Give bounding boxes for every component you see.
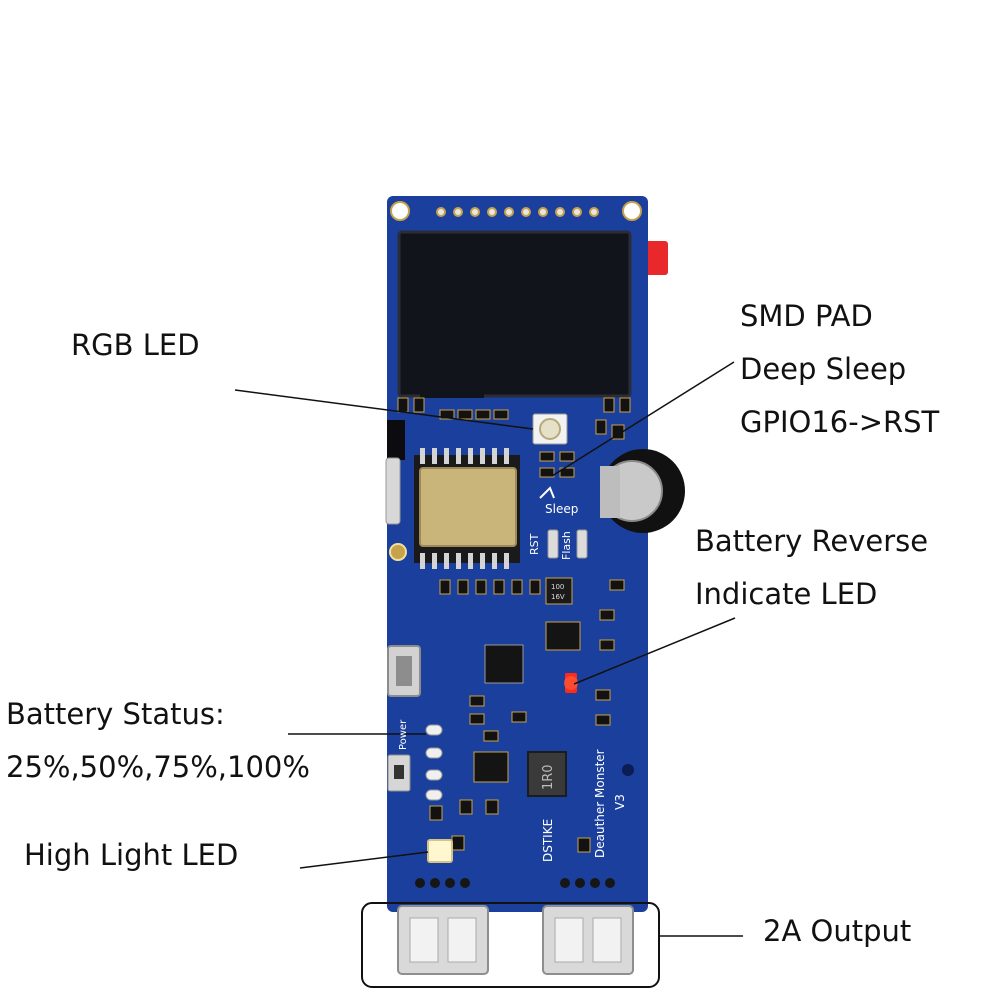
label-smd-pad: SMD PAD <box>740 299 873 333</box>
flash-button-icon <box>576 529 588 559</box>
silkscreen-version: V3 <box>613 794 627 810</box>
label-2a-output: 2A Output <box>763 914 912 948</box>
capacitor-mark-2: 16V <box>551 593 565 601</box>
mount-hole-left <box>390 201 410 221</box>
header-pins <box>436 207 599 217</box>
battery-reverse-led-icon <box>564 673 578 693</box>
inductor-mark: 1R0 <box>541 764 556 790</box>
silkscreen-sleep: Sleep <box>545 502 578 516</box>
rgb-led-icon <box>532 413 568 445</box>
leader-rgb-led <box>234 389 534 430</box>
battery-holder-icon <box>600 449 685 533</box>
label-battery-status: Battery Status: <box>6 697 225 731</box>
label-gpio16-rst: GPIO16->RST <box>740 405 940 439</box>
silkscreen-flash: Flash <box>560 531 573 560</box>
capacitor-mark-1: 100 <box>551 583 564 591</box>
output-highlight-box <box>361 902 660 988</box>
side-button <box>385 457 401 525</box>
battery-status-leds <box>425 724 443 801</box>
label-rgb-led: RGB LED <box>71 328 200 362</box>
capacitor <box>545 577 573 605</box>
smd-components <box>397 397 631 853</box>
micro-usb-port <box>387 645 421 697</box>
leader-battery-reverse <box>573 617 736 685</box>
qfn-chip <box>484 644 524 684</box>
silkscreen-brand: DSTIKE <box>541 819 555 862</box>
power-switch-icon <box>387 754 411 792</box>
high-light-led-icon <box>427 839 453 863</box>
label-battery-reverse: Battery Reverse <box>695 524 929 558</box>
sleep-arrow-icon <box>539 486 555 499</box>
leader-smd-pad <box>551 361 735 477</box>
voltage-regulator <box>545 621 581 651</box>
silkscreen-power: Power <box>398 719 409 750</box>
label-battery-levels: 25%,50%,75%,100% <box>6 750 310 784</box>
leader-high-light-led <box>299 851 429 869</box>
silkscreen-model: Deauther Monster <box>593 749 607 858</box>
antenna-connector <box>389 543 407 561</box>
esp-module <box>414 448 520 569</box>
reset-button-icon <box>547 529 559 559</box>
usb-port-icon <box>397 905 634 975</box>
soic-chip <box>473 751 509 783</box>
label-high-light-led: High Light LED <box>24 838 239 872</box>
label-deep-sleep: Deep Sleep <box>740 352 907 386</box>
label-indicate-led: Indicate LED <box>695 577 878 611</box>
oled-screen <box>397 230 632 398</box>
bottom-pins <box>415 878 615 888</box>
mount-hole-right <box>622 201 642 221</box>
inductor <box>527 751 567 797</box>
silkscreen-rst: RST <box>528 533 541 555</box>
